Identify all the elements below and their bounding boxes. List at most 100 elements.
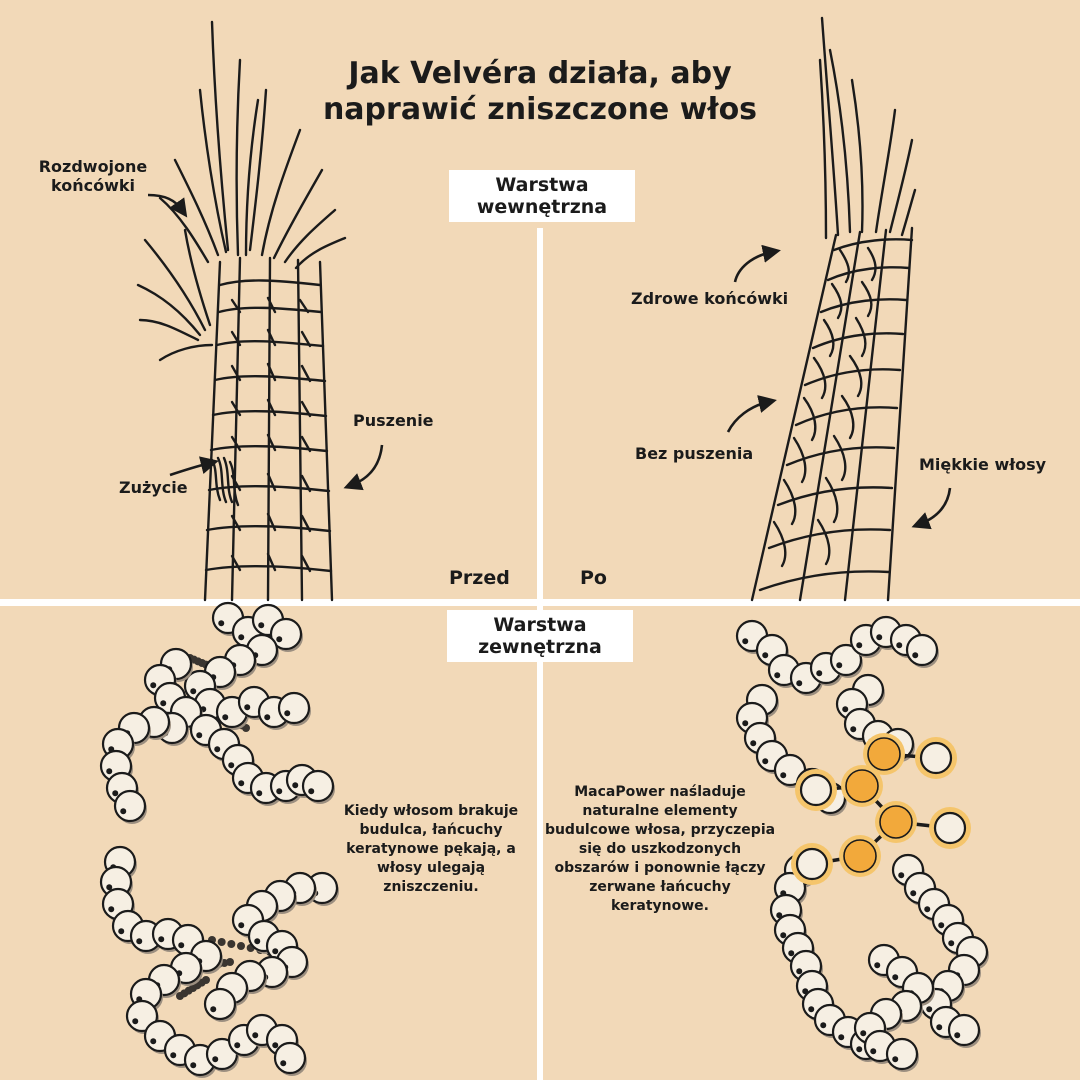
bead-dot	[742, 638, 749, 645]
bead-dot	[256, 790, 263, 797]
bead-dot	[120, 808, 127, 815]
healthy-hair-strand	[750, 16, 917, 602]
broken-keratin-chain	[99, 601, 339, 1078]
bead-dot	[912, 652, 919, 659]
title-line-2: naprawić zniszczone włos	[322, 92, 758, 127]
bead-dot	[272, 948, 279, 955]
molecule-end-bead	[933, 811, 967, 845]
after-desc-line: się do uszkodzonych	[578, 841, 742, 857]
link-dot	[202, 976, 210, 984]
keratin-bead	[301, 769, 335, 803]
after-desc-line: zerwane łańcuchy	[589, 879, 731, 895]
frizz-label: Puszenie	[353, 411, 434, 430]
bead-dot	[838, 1034, 845, 1041]
bead-dot	[238, 780, 245, 787]
after-desc-line: MacaPower naśladuje	[574, 784, 746, 800]
link-dot	[227, 940, 236, 948]
repaired-keratin-chain	[735, 615, 989, 1072]
bead-dot	[284, 710, 291, 717]
before-desc-line: keratynowe pękają, a	[346, 841, 516, 857]
outer-layer-line-1: Warstwa	[493, 614, 587, 636]
bead-dot	[896, 642, 903, 649]
bead-dot	[228, 762, 235, 769]
split-ends-label: Rozdwojone końcówki	[28, 157, 158, 195]
before-desc-line: włosy ulegają	[376, 860, 486, 876]
bead-dot	[150, 682, 157, 689]
bead-dot	[870, 1048, 877, 1055]
bead-dot	[238, 634, 245, 641]
bead-dot	[836, 662, 843, 669]
bead-dot	[954, 1032, 961, 1039]
healthy-ends-label: Zdrowe końcówki	[631, 289, 789, 308]
bead-dot	[196, 732, 203, 739]
bead-dot	[258, 622, 265, 629]
after-desc-line: budulcowe włosa, przyczepia	[544, 822, 776, 838]
healthy-ends-arrow	[733, 244, 781, 283]
after-desc-line: keratynowe.	[611, 898, 709, 914]
bead-dot	[762, 652, 769, 659]
bead-dot	[780, 772, 787, 779]
page-title: Jak Velvéra działa, aby naprawić zniszcz…	[250, 56, 830, 128]
bead-dot	[796, 680, 803, 687]
keratin-bead	[113, 789, 147, 823]
bead-dot	[160, 700, 167, 707]
bead-dot	[292, 782, 299, 789]
before-tag: Przed	[449, 567, 510, 589]
bead-dot	[136, 938, 143, 945]
bead-dot	[118, 928, 125, 935]
bead-dot	[276, 636, 283, 643]
keratin-bead	[947, 1013, 981, 1047]
bead-dot	[234, 1042, 241, 1049]
after-desc-line: naturalne elementy	[582, 803, 738, 819]
bead-dot	[254, 938, 261, 945]
bead-dot	[252, 1032, 259, 1039]
bead-dot	[158, 936, 165, 943]
bead-dot	[850, 726, 857, 733]
bead-dot	[892, 1056, 899, 1063]
bead-dot	[780, 932, 787, 939]
bead-dot	[238, 922, 245, 929]
no-frizz-arrow	[726, 395, 777, 433]
bead-dot	[796, 968, 803, 975]
bead-dot	[190, 688, 197, 695]
keratin-bead	[273, 1041, 307, 1075]
inner-layer-line-2: wewnętrzna	[476, 196, 608, 218]
bead-dot	[264, 714, 271, 721]
after-desc-line: obszarów i ponownie łączy	[554, 860, 766, 876]
bead-dot	[856, 1046, 863, 1053]
bead-dot	[856, 642, 863, 649]
title-line-1: Jak Velvéra działa, aby	[348, 56, 732, 91]
bead-dot	[874, 962, 881, 969]
bead-dot	[244, 704, 251, 711]
bead-dot	[112, 790, 119, 797]
after-tag: Po	[580, 567, 607, 589]
wear-label: Zużycie	[119, 478, 188, 497]
bead-dot	[308, 788, 315, 795]
bead-dot	[820, 1022, 827, 1029]
keratin-bead	[905, 633, 939, 667]
bead-dot	[280, 1060, 287, 1067]
frizz-arrow	[343, 444, 384, 491]
keratin-bead	[885, 1037, 919, 1071]
bead-dot	[210, 1006, 217, 1013]
wear-arrow	[169, 456, 219, 477]
bead-dot	[750, 740, 757, 747]
before-description: Kiedy włosom brakuje budulca, łańcuchy k…	[336, 802, 526, 897]
bead-dot	[948, 940, 955, 947]
before-desc-line: budulca, łańcuchy	[359, 822, 503, 838]
no-frizz-label: Bez puszenia	[635, 444, 754, 463]
bead-dot	[776, 912, 783, 919]
bead-dot	[926, 1006, 933, 1013]
bead-dot	[108, 906, 115, 913]
molecule-node	[843, 839, 877, 873]
split-ends-line-2: końcówki	[51, 176, 135, 195]
bead-dot	[938, 922, 945, 929]
bead-dot	[924, 906, 931, 913]
bead-dot	[892, 974, 899, 981]
bead-dot	[842, 706, 849, 713]
keratin-bead	[203, 987, 237, 1021]
before-desc-line: zniszczeniu.	[383, 879, 479, 895]
bead-dot	[742, 720, 749, 727]
macapower-molecule	[791, 733, 971, 885]
